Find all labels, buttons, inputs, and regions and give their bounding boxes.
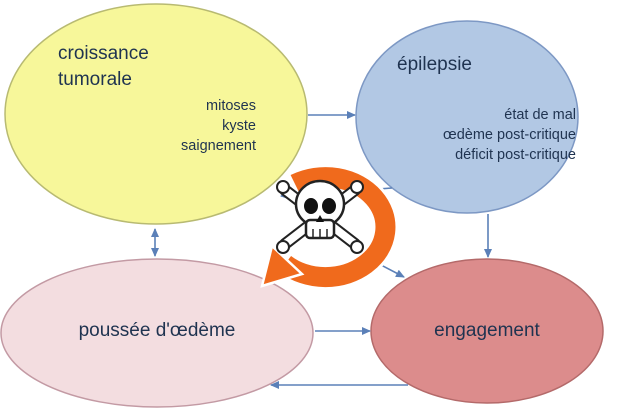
croissance-detail-saignement: saignement <box>181 138 256 154</box>
engagement-title: engagement <box>434 320 540 341</box>
croissance-detail-mitoses: mitoses <box>206 98 256 114</box>
epilepsie-title: épilepsie <box>397 54 472 75</box>
epilepsie-details: état de mal œdème post-critique déficit … <box>443 105 576 165</box>
croissance-details: mitoses kyste saignement <box>181 96 256 156</box>
epilepsie-detail-deficit-post-critique: déficit post-critique <box>455 147 576 163</box>
skull-and-crossbones-icon <box>276 179 364 254</box>
croissance-title-line-2: tumorale <box>58 69 132 90</box>
node-engagement <box>370 258 604 404</box>
cycle-arrow <box>260 164 399 291</box>
oedeme-title: poussée d'œdème <box>78 320 236 341</box>
node-croissance-tumorale <box>4 3 308 225</box>
epilepsie-detail-oedeme-post-critique: œdème post-critique <box>443 127 576 143</box>
node-poussee-oedeme <box>0 258 314 408</box>
croissance-title: croissance tumorale <box>58 41 149 93</box>
croissance-title-line-1: croissance <box>58 43 149 64</box>
epilepsie-detail-etat-de-mal: état de mal <box>504 107 576 123</box>
croissance-detail-kyste: kyste <box>222 118 256 134</box>
node-epilepsie <box>355 20 579 214</box>
